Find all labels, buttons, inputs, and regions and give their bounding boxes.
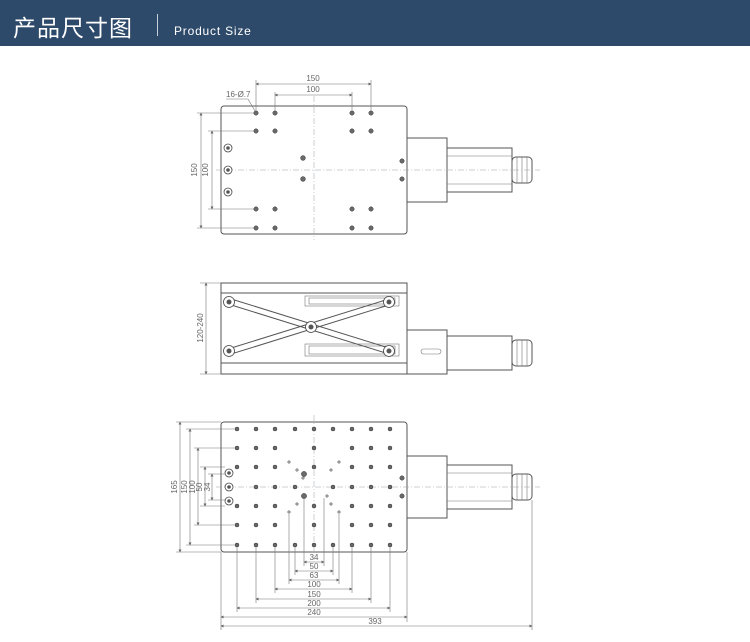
dim-bottom-w150: 150 bbox=[307, 590, 321, 599]
top-side-bolts bbox=[223, 143, 233, 197]
dim-side-height: 120-240 bbox=[196, 313, 205, 343]
side-actuator-tube bbox=[446, 335, 513, 371]
header-bar: 产品尺寸图 Product Size bbox=[0, 0, 750, 46]
header-divider bbox=[157, 14, 158, 36]
side-top-plate bbox=[220, 282, 408, 294]
dim-bottom-v50: 50 bbox=[195, 482, 204, 491]
dim-bottom-v165: 165 bbox=[170, 480, 179, 494]
bottom-cross-marks bbox=[287, 460, 341, 514]
page-title-en: Product Size bbox=[174, 24, 252, 38]
dim-bottom-v100: 100 bbox=[188, 480, 197, 494]
dim-bottom-w34: 34 bbox=[310, 553, 319, 562]
side-pivots bbox=[223, 296, 395, 357]
dim-bottom-w200: 200 bbox=[307, 599, 321, 608]
bottom-hole-grid bbox=[234, 426, 405, 548]
dim-bottom-v150: 150 bbox=[180, 480, 189, 494]
page-title-cn: 产品尺寸图 bbox=[13, 16, 133, 42]
dim-bottom-v34: 34 bbox=[203, 482, 212, 491]
side-bottom-plate bbox=[220, 362, 408, 375]
dim-bottom-w100: 100 bbox=[307, 580, 321, 589]
top-hole-pattern bbox=[253, 110, 405, 231]
bottom-view: 165 150 100 50 34 34 50 63 100 150 20 bbox=[170, 415, 540, 630]
dim-bottom-w393: 393 bbox=[368, 617, 382, 626]
dim-bottom-w50: 50 bbox=[310, 562, 319, 571]
top-view: 150 100 16-Ø.7 150 100 bbox=[190, 74, 540, 240]
dim-bottom-w240: 240 bbox=[307, 608, 321, 617]
dim-top-v100: 100 bbox=[201, 163, 210, 177]
side-view: 120-240 bbox=[196, 282, 533, 375]
bottom-side-bolts bbox=[224, 468, 234, 506]
dim-top-100: 100 bbox=[306, 85, 320, 94]
dim-top-holes-note: 16-Ø.7 bbox=[226, 90, 251, 99]
dim-top-150: 150 bbox=[306, 74, 320, 83]
dim-bottom-w63: 63 bbox=[310, 571, 319, 580]
dim-top-v150: 150 bbox=[190, 163, 199, 177]
